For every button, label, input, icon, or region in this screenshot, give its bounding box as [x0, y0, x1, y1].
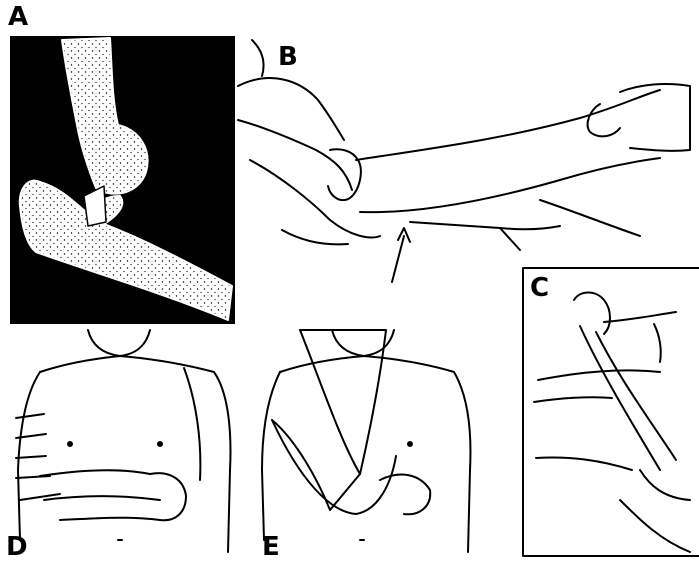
operator-arm-upper: [238, 78, 344, 140]
sling-hand: [380, 475, 430, 515]
sling-right-strap: [300, 330, 386, 474]
sling-body: [272, 420, 396, 514]
left-nipple: [68, 442, 72, 446]
right-torso-outline: [214, 372, 230, 552]
pressure-arrow-shaft: [392, 236, 404, 282]
helper-hand-top: [604, 312, 676, 322]
panel-b-traction: [238, 40, 690, 282]
panel-label-c: C: [530, 275, 549, 301]
operator-hand-upper: [238, 120, 352, 190]
bandaged-hand: [150, 473, 186, 520]
right-nipple: [158, 442, 162, 446]
operator-arm-line: [252, 40, 264, 76]
nipple-e: [408, 442, 412, 446]
support-hand-lower: [282, 230, 348, 244]
panel-label-a: A: [8, 4, 28, 30]
panel-c-flexion: [523, 268, 699, 556]
shoulder-line: [40, 356, 214, 372]
patient-forearm-bottom: [360, 158, 660, 212]
panel-label-d: D: [6, 534, 28, 560]
helper-wrist: [654, 324, 661, 362]
panel-d-bandage: [16, 330, 230, 552]
shoulder-line-e: [280, 356, 454, 372]
raised-fist: [574, 293, 610, 335]
right-torso-outline-e: [454, 372, 470, 552]
bed-line-3: [536, 458, 632, 471]
panel-a-elbow-joint: [10, 36, 235, 324]
table-line: [540, 200, 640, 236]
bed-line-2: [534, 397, 612, 402]
assistant-hand-right: [410, 222, 560, 229]
holder-thumb: [588, 104, 620, 136]
panel-e-sling: [262, 330, 470, 552]
panel-label-e: E: [262, 534, 280, 560]
bed-line-1: [538, 370, 660, 380]
right-arm-inner: [184, 368, 200, 480]
patient-hand: [620, 84, 690, 151]
neck-line: [88, 330, 150, 356]
panel-label-b: B: [278, 44, 298, 70]
patient-forearm-top: [356, 90, 660, 160]
panel-c-frame: [523, 268, 699, 556]
left-arm-outline-e: [262, 372, 280, 540]
assistant-wrist-line: [500, 228, 520, 250]
helper-hand-bottom: [640, 470, 690, 500]
helper-arm-bottom: [620, 500, 690, 552]
raised-forearm-right: [596, 332, 676, 460]
